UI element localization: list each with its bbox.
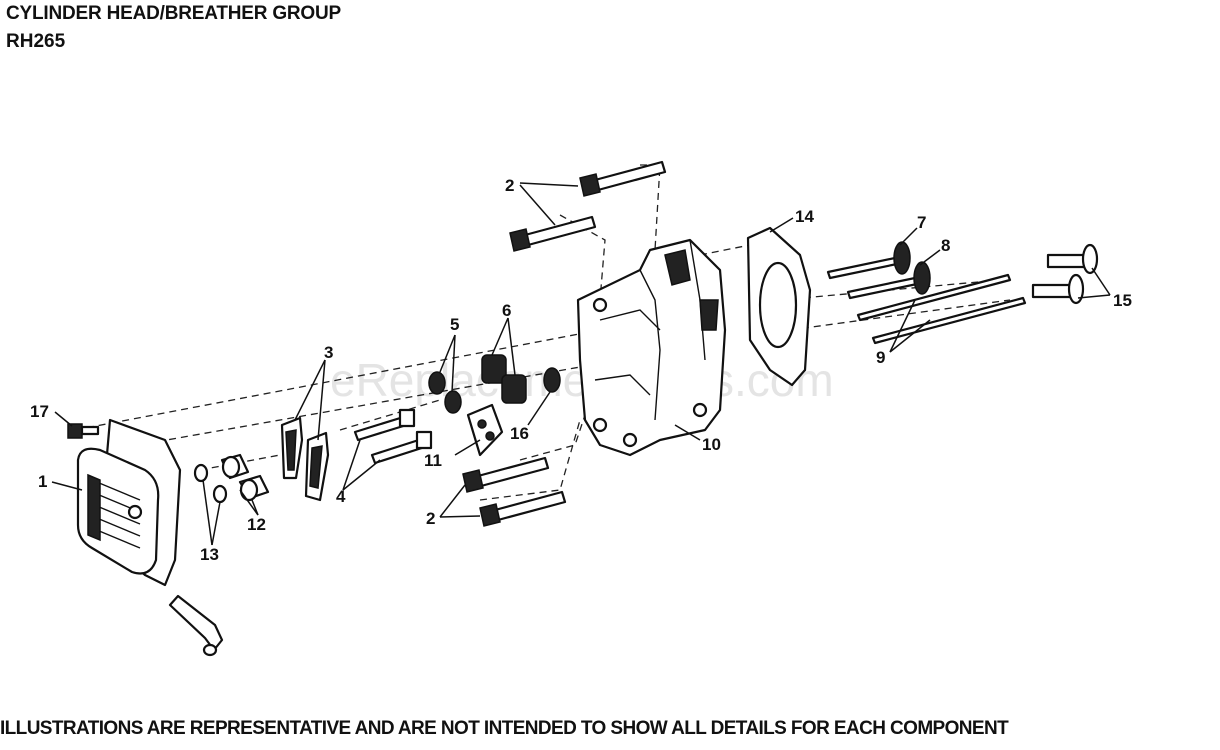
alignment-lines	[74, 164, 1011, 501]
part-cylinder-head	[576, 238, 727, 457]
callout-8: 8	[941, 236, 950, 255]
callout-12: 12	[247, 515, 266, 534]
callout-6: 6	[502, 301, 511, 320]
callout-4: 4	[336, 487, 346, 506]
disclaimer-footer: ILLUSTRATIONS ARE REPRESENTATIVE AND ARE…	[0, 718, 1009, 739]
part-breather-hose	[168, 594, 224, 657]
part-exhaust-valve	[846, 261, 931, 300]
part-push-rods	[856, 273, 1027, 345]
callout-1: 1	[38, 472, 47, 491]
part-studs-4	[353, 408, 433, 465]
part-rocker-arms	[280, 416, 330, 502]
callout-3: 3	[324, 343, 333, 362]
model-number: RH265	[6, 31, 66, 52]
part-intake-valve	[826, 241, 911, 280]
part-screw-17	[67, 423, 100, 439]
diagram-title: CYLINDER HEAD/BREATHER GROUP	[6, 3, 342, 24]
callout-7: 7	[917, 213, 926, 232]
part-guide-plate-11	[466, 403, 504, 457]
callout-13: 13	[200, 545, 219, 564]
part-tappets	[1031, 243, 1099, 305]
part-valve-cover	[76, 418, 182, 587]
callout-16: 16	[510, 424, 529, 443]
callout-14: 14	[795, 207, 814, 226]
callout-15: 15	[1113, 291, 1132, 310]
part-head-gasket	[746, 226, 812, 387]
callout-17: 17	[30, 402, 49, 421]
callout-10: 10	[702, 435, 721, 454]
callout-11: 11	[424, 451, 442, 470]
callout-2-bottom: 2	[426, 509, 435, 528]
leader-lines	[51, 182, 1111, 546]
part-head-bolts	[462, 160, 667, 527]
callout-2-top: 2	[505, 176, 514, 195]
part-washers-5	[428, 371, 462, 414]
part-springs-6	[481, 354, 527, 404]
callout-labels: 1 2 2 3 4 5 6 7 8 9 10 11 12 13 14 15 16…	[30, 176, 1132, 564]
part-nuts-13	[193, 463, 228, 504]
part-spacers-12	[220, 453, 270, 502]
callout-5: 5	[450, 315, 459, 334]
part-seal-16	[543, 367, 561, 393]
callout-9: 9	[876, 348, 885, 367]
